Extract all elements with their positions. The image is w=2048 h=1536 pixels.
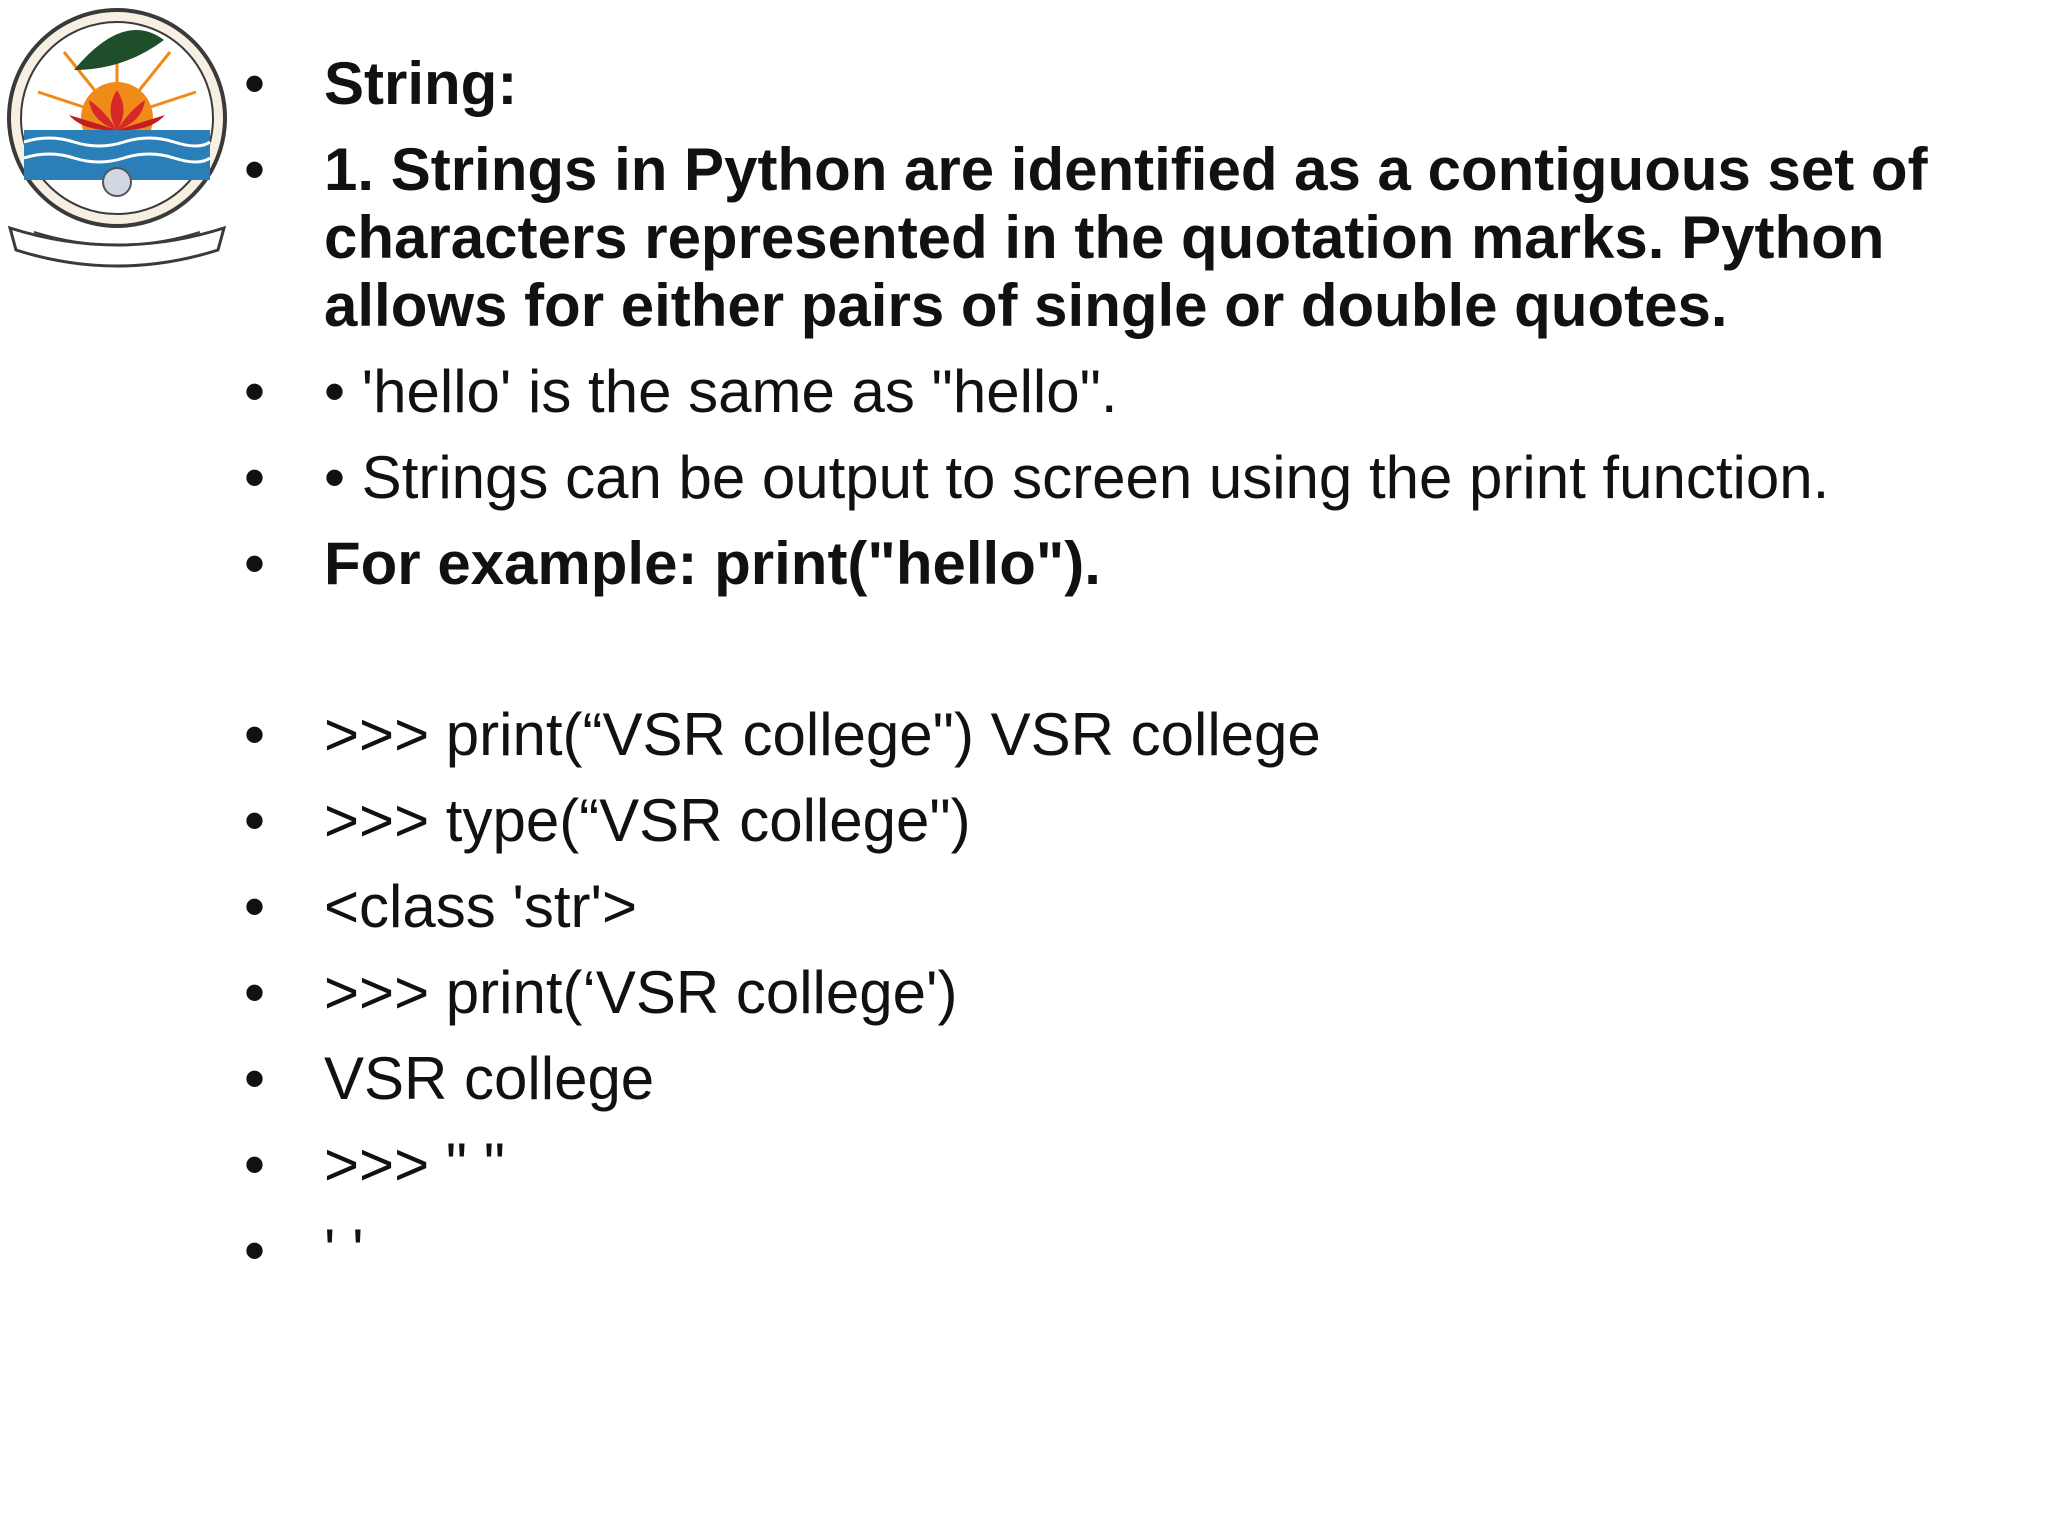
bullet-quotes-equivalence: • 'hello' is the same as "hello". [238, 358, 1938, 426]
bullet-example: For example: print("hello"). [238, 530, 1938, 598]
bullet-code-line: >>> type(“VSR college") [238, 787, 1938, 855]
bullet-string-definition: 1. Strings in Python are identified as a… [238, 136, 1938, 340]
bullet-string-heading: String: [238, 50, 1938, 118]
bullet-list: String: 1. Strings in Python are identif… [238, 50, 1938, 1303]
college-seal-logo [4, 0, 230, 276]
bullet-code-line: >>> print(‘VSR college') [238, 959, 1938, 1027]
bullet-code-line: >>> print(“VSR college") VSR college [238, 701, 1938, 769]
bullet-print-function: • Strings can be output to screen using … [238, 444, 1938, 512]
bullet-code-line: ' ' [238, 1217, 1938, 1285]
college-seal-icon [7, 8, 227, 268]
bullet-code-line: <class 'str'> [238, 873, 1938, 941]
bullet-code-line: VSR college [238, 1045, 1938, 1113]
bullet-code-line: >>> " " [238, 1131, 1938, 1199]
